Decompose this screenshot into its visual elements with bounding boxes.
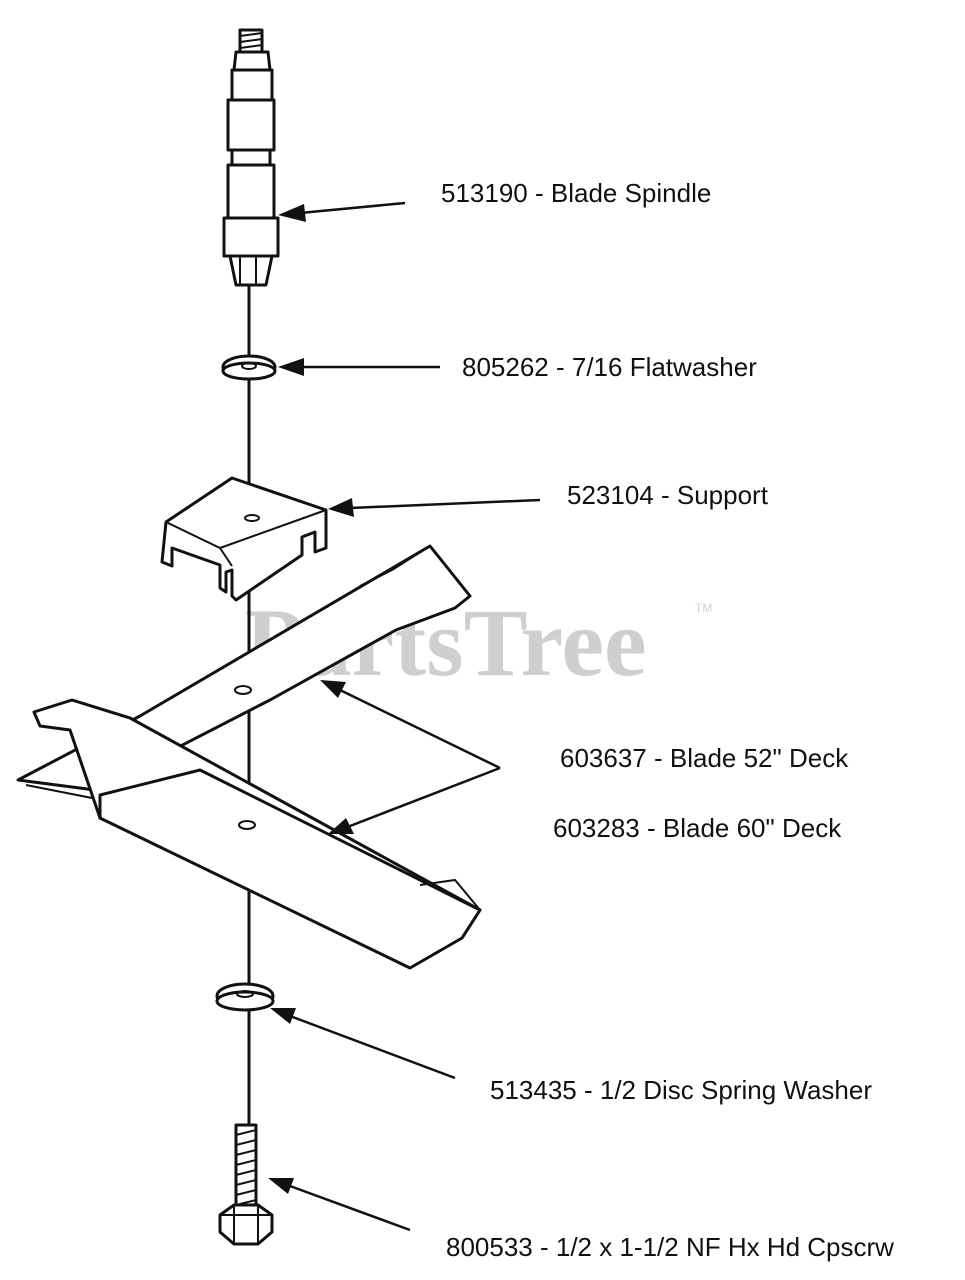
flatwasher-drawing <box>221 354 277 381</box>
label-support: 523104 - Support <box>567 480 769 510</box>
cap-screw-drawing <box>218 1123 274 1246</box>
disc-spring-washer-drawing <box>215 982 275 1012</box>
label-blade-spindle: 513190 - Blade Spindle <box>441 178 711 208</box>
leader-lines <box>268 201 541 1232</box>
blade-spindle-drawing <box>222 28 280 287</box>
label-cap-screw: 800533 - 1/2 x 1-1/2 NF Hx Hd Cpscrw <box>446 1232 894 1262</box>
label-blade-52-deck: 603637 - Blade 52" Deck <box>560 743 849 773</box>
label-flatwasher: 805262 - 7/16 Flatwasher <box>462 352 757 382</box>
watermark-trademark: TM <box>695 601 712 615</box>
support-drawing <box>160 476 328 602</box>
label-disc-spring-washer: 513435 - 1/2 Disc Spring Washer <box>490 1075 872 1105</box>
blade-60-drawing <box>32 698 482 970</box>
label-blade-60-deck: 603283 - Blade 60" Deck <box>553 813 842 843</box>
part-labels: 513190 - Blade Spindle 805262 - 7/16 Fla… <box>441 178 894 1262</box>
